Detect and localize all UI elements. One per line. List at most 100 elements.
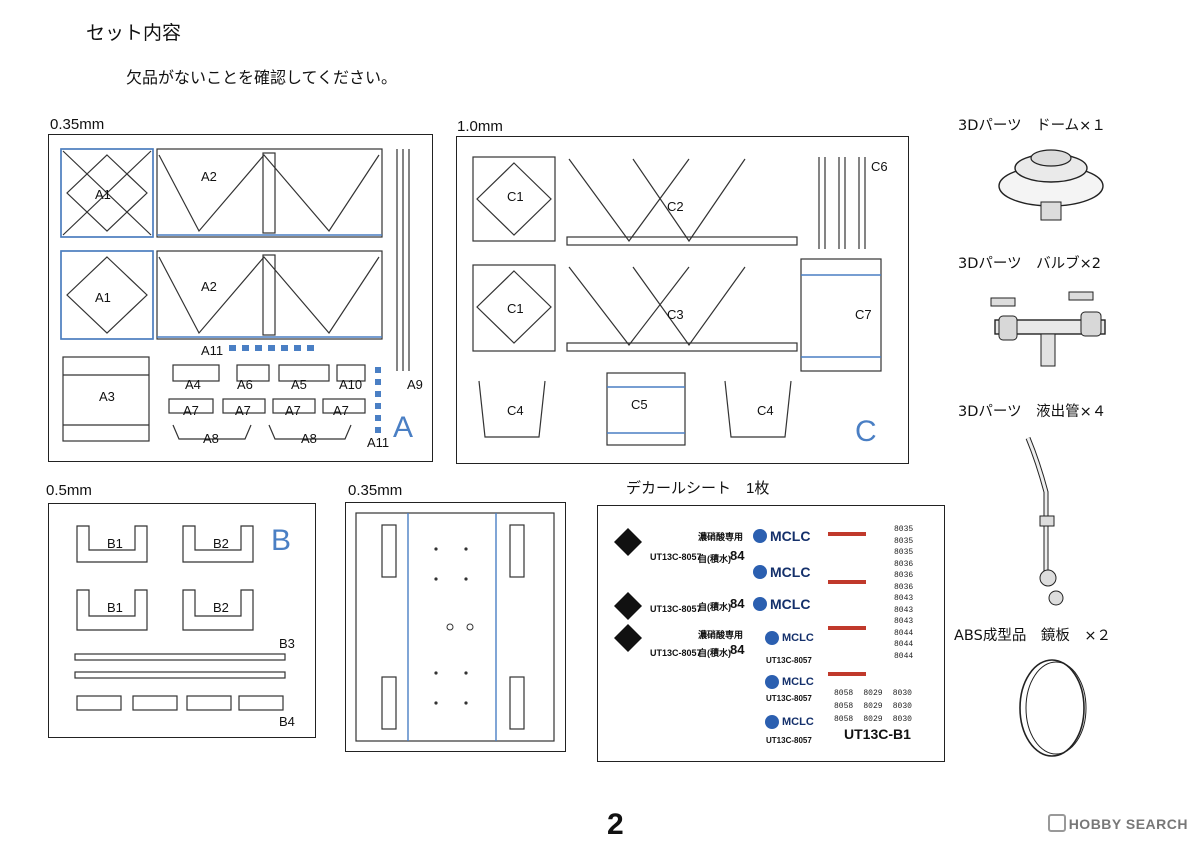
part-label: C5 (631, 397, 648, 412)
decal-car-number: UT13C-8057 (650, 552, 702, 562)
hobby-search-icon (1047, 814, 1066, 832)
decal-number: 8035 (894, 525, 914, 534)
decal-car-number: UT13C-8057 (766, 694, 812, 703)
brand-text: HOBBY SEARCH (1068, 816, 1188, 832)
decal-number: 8030 (892, 715, 912, 724)
part-label: A7 (183, 403, 199, 418)
sheet-c-artwork (472, 156, 882, 446)
part-label: A11 (201, 343, 224, 358)
page-subtitle: 欠品がないことを確認してください。 (126, 68, 398, 87)
part-label: C4 (507, 403, 524, 418)
decal-company: MCLC (782, 676, 814, 688)
part-label: A11 (367, 435, 390, 450)
part-label: C4 (757, 403, 774, 418)
decal-number: 8029 (863, 702, 883, 711)
decal-car-number: UT13C-8057 (766, 656, 812, 665)
side-part-label: 3Dパーツ バルブ×2 (958, 256, 1101, 272)
decal-number: 8036 (894, 582, 914, 592)
decal-company: MCLC (770, 564, 811, 580)
decal-number: 8058 (834, 715, 854, 724)
part-label: B2 (213, 600, 229, 615)
part-label: A8 (203, 431, 219, 446)
page-title: セット内容 (86, 22, 182, 44)
decal-car-number: UT13C-8057 (650, 648, 702, 658)
decal-sheet-label: デカールシート 1枚 (626, 480, 770, 497)
decal-number: 8029 (863, 715, 883, 724)
part-label: C3 (667, 307, 684, 322)
part-label: B3 (279, 636, 295, 651)
b-sheet-thickness: 0.5mm (46, 482, 92, 499)
decal-number: 8058 (834, 689, 854, 698)
decal-number: 8030 (892, 702, 912, 711)
decal-number: 8035 (894, 548, 914, 557)
sheet-letter: B (271, 524, 292, 557)
end-plate-illustration (1019, 659, 1087, 757)
decal-tare: 84 (730, 596, 745, 611)
part-label: A7 (235, 403, 251, 418)
part-label: B1 (107, 536, 123, 551)
decal-company: MCLC (782, 632, 814, 644)
decal-number: 8044 (894, 651, 914, 661)
sheet-a-artwork (60, 148, 410, 442)
part-label: C7 (855, 307, 872, 322)
part-label: A2 (201, 279, 217, 294)
decal-number: 8043 (894, 594, 914, 603)
decal-footer-code: UT13C-B1 (844, 726, 911, 742)
part-label: C2 (667, 199, 684, 214)
decal-artwork (614, 528, 866, 729)
decal-number: 8035 (894, 536, 914, 546)
decal-number: 8036 (894, 571, 914, 580)
decal-number-row: 8058 8029 8030 (834, 693, 912, 712)
decal-company: MCLC (782, 716, 814, 728)
c-sheet-thickness: 1.0mm (457, 118, 503, 135)
part-label: A7 (285, 403, 301, 418)
etched-sheet-b: B1 B2 B1 B2 B3 B4 B (48, 503, 316, 738)
part-label: A3 (99, 389, 115, 404)
a-sheet-thickness: 0.35mm (50, 116, 105, 133)
decal-number: 8058 (834, 702, 854, 711)
etched-sheet-a: A1 A2 A1 A2 A11 A3 A4 A6 A5 A10 A9 A7 A7… (48, 134, 433, 462)
part-label: A5 (291, 377, 307, 392)
part-label: B4 (279, 714, 295, 729)
part-label: A9 (407, 377, 423, 392)
etched-floor-plate (345, 502, 566, 752)
decal-number: 8044 (894, 628, 914, 638)
decal-number: 8029 (863, 689, 883, 698)
decal-number: 8036 (894, 559, 914, 569)
part-label: C1 (507, 301, 524, 316)
dome-part-illustration (998, 149, 1104, 221)
side-part-label: 3Dパーツ ドーム×１ (958, 118, 1106, 134)
page-number: 2 (607, 808, 624, 841)
sheet-letter: A (393, 411, 414, 444)
decal-sheet: UT13C-8057 UT13C-8057 UT13C-8057 濃硝酸専用 濃… (597, 505, 945, 762)
part-label: A10 (339, 377, 363, 392)
decal-car-number: UT13C-8057 (650, 604, 702, 614)
decal-number-row: 8058 8029 8030 (834, 706, 912, 725)
decal-number-row: 8058 8029 8030 (834, 680, 912, 699)
plate-sheet-thickness: 0.35mm (348, 482, 403, 499)
decal-tare-prefix: 自(積水) (698, 554, 731, 564)
decal-acid-label: 濃硝酸専用 (698, 630, 744, 640)
side-part-label: ABS成型品 鏡板 ×２ (954, 628, 1111, 644)
decal-tare-prefix: 自(積水) (698, 648, 731, 658)
decal-company: MCLC (770, 528, 811, 544)
part-label: A2 (201, 169, 217, 184)
sheet-letter: C (855, 415, 877, 448)
decal-car-number: UT13C-8057 (766, 736, 812, 745)
part-label: A1 (95, 187, 111, 202)
decal-tare: 84 (730, 548, 745, 563)
sheet-b-artwork (74, 525, 286, 711)
pipe-part-illustration (1025, 437, 1064, 606)
valve-part-illustration (990, 291, 1106, 367)
decal-number: 8030 (892, 689, 912, 698)
floor-plate-artwork (355, 512, 555, 742)
decal-number: 8044 (894, 640, 914, 649)
part-label: A1 (95, 290, 111, 305)
decal-number: 8043 (894, 605, 914, 615)
part-label: A8 (301, 431, 317, 446)
part-label: A7 (333, 403, 349, 418)
watermark-logo: HOBBY SEARCH (1047, 814, 1188, 832)
part-label: A6 (237, 377, 253, 392)
part-label: B2 (213, 536, 229, 551)
decal-number: 8043 (894, 617, 914, 626)
